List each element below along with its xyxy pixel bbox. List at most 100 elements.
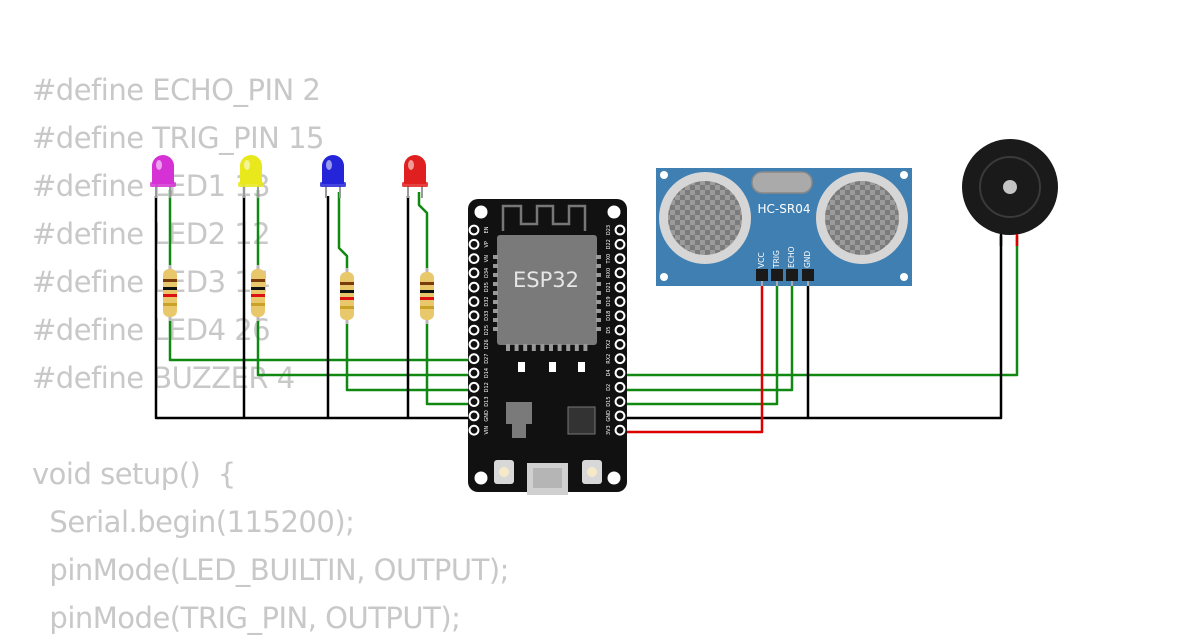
pin-label: D18	[606, 311, 612, 321]
board-pin[interactable]	[468, 424, 480, 436]
wire-trig	[620, 284, 779, 406]
sensor-pin[interactable]	[756, 269, 768, 281]
code-line: Serial.begin(115200);	[32, 505, 355, 539]
led-1-icon[interactable]	[150, 155, 176, 198]
code-line: #define BUZZER 4	[32, 361, 295, 395]
pin-label: D2	[606, 384, 612, 391]
component-pad	[549, 362, 556, 372]
sensor-label: HC-SR04	[758, 202, 811, 216]
board-pin[interactable]	[614, 296, 626, 307]
board-pin[interactable]	[468, 224, 480, 236]
wire-led3-signal	[345, 322, 474, 392]
mounting-hole-icon	[607, 205, 621, 219]
mounting-hole-icon	[474, 205, 488, 219]
code-line: #define LED3 14	[32, 265, 271, 299]
esp32-board[interactable]: ESP32 ENVPVND34D35D32D33D25D26D27D14D12D…	[468, 199, 627, 495]
sensor-pin[interactable]	[771, 269, 783, 281]
wire-led3-anode	[337, 192, 349, 270]
transducer-right-icon	[816, 172, 908, 264]
sensor-screw-hole	[660, 273, 668, 281]
leds	[150, 155, 428, 198]
led-3-icon[interactable]	[320, 155, 346, 198]
resistors	[163, 265, 434, 324]
pin-label: D25	[484, 325, 490, 335]
board-pin[interactable]	[468, 267, 480, 279]
sensor-pin[interactable]	[786, 269, 798, 281]
sensor-screw-hole	[660, 171, 668, 179]
pin-label: D5	[606, 327, 612, 334]
buzzer[interactable]	[962, 139, 1058, 246]
board-pin[interactable]	[614, 281, 626, 293]
antenna-icon	[501, 204, 587, 231]
board-pin[interactable]	[468, 339, 480, 350]
sensor-pin-label: GND	[803, 251, 812, 268]
board-pin[interactable]	[614, 396, 626, 408]
board-pin[interactable]	[468, 281, 480, 293]
code-line: #define TRIG_PIN 15	[32, 121, 324, 155]
board-pin[interactable]	[614, 238, 626, 250]
wire-led1-signal	[168, 318, 474, 362]
board-pin[interactable]	[468, 310, 480, 322]
pin-label: TX0	[606, 254, 612, 265]
sensor-pin-label: TRIG	[772, 250, 781, 269]
board-pin[interactable]	[468, 367, 480, 379]
pin-label: D22	[606, 239, 612, 249]
resistor-3	[340, 268, 354, 324]
pin-label: RX0	[606, 268, 612, 278]
pin-label: D32	[484, 296, 490, 306]
resistor-1	[163, 265, 177, 321]
pin-label: GND	[606, 410, 612, 422]
sensor-pin[interactable]	[802, 269, 814, 281]
wire-echo	[620, 284, 794, 392]
pin-label: D34	[484, 268, 490, 278]
pin-label: EN	[484, 226, 490, 233]
resistor-2	[251, 265, 265, 321]
board-pin[interactable]	[468, 381, 480, 393]
board-pin[interactable]	[468, 253, 480, 265]
board-pin[interactable]	[614, 253, 626, 265]
board-pin[interactable]	[468, 396, 480, 408]
board-pin[interactable]	[614, 424, 626, 436]
code-line: pinMode(TRIG_PIN, OUTPUT);	[32, 601, 461, 635]
transducer-left-icon	[659, 172, 751, 264]
board-pin[interactable]	[468, 324, 480, 336]
board-pin[interactable]	[614, 310, 626, 322]
board-pin[interactable]	[614, 381, 626, 393]
pin-label: D12	[484, 382, 490, 392]
board-pin[interactable]	[614, 410, 626, 422]
pin-label: 3V3	[606, 425, 612, 435]
pin-label: D19	[606, 296, 612, 306]
pin-label: D14	[484, 368, 490, 378]
voltage-regulator-icon	[506, 402, 532, 424]
board-pin[interactable]	[614, 224, 626, 236]
wire-buzzer-signal	[620, 236, 1019, 377]
pin-label: VP	[484, 241, 490, 247]
mounting-hole-icon	[607, 471, 621, 485]
led-2-icon[interactable]	[238, 155, 264, 198]
board-pin[interactable]	[468, 296, 480, 307]
board-pin[interactable]	[614, 324, 626, 336]
board-pin[interactable]	[468, 353, 480, 365]
pin-label: VN	[484, 255, 490, 262]
resistor-4	[420, 268, 434, 324]
pin-label: VIN	[484, 426, 490, 435]
wire-vcc	[620, 284, 764, 434]
code-line: pinMode(LED_BUILTIN, OUTPUT);	[32, 553, 509, 587]
wire-gnd-bus	[154, 196, 474, 420]
led-4-icon[interactable]	[402, 155, 428, 198]
sensor-screw-hole	[900, 171, 908, 179]
board-pin[interactable]	[468, 410, 480, 422]
crystal-icon	[751, 171, 813, 194]
board-pin[interactable]	[614, 339, 626, 350]
code-line: #define LED4 26	[32, 313, 271, 347]
pin-label: D26	[484, 339, 490, 349]
wire-led4-anode	[417, 192, 429, 270]
board-pin[interactable]	[614, 367, 626, 379]
module-pads	[493, 255, 601, 351]
board-pin[interactable]	[468, 238, 480, 250]
pin-label: D33	[484, 311, 490, 321]
board-pin[interactable]	[614, 353, 626, 365]
board-pin[interactable]	[614, 267, 626, 279]
